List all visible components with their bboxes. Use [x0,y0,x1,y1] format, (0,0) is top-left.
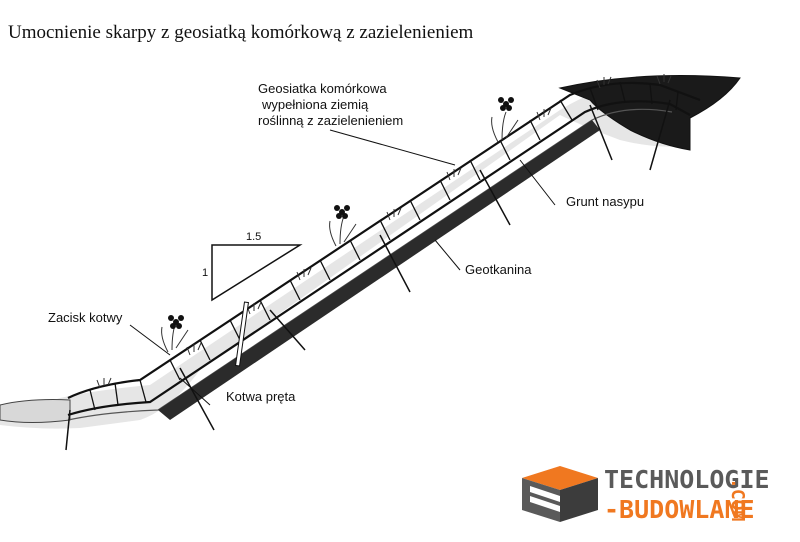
slope-ratio-triangle: 1.5 1 [202,231,303,302]
geocell-bottom-edge [67,100,691,417]
ground-left [0,399,71,423]
slope-shadow [158,120,600,420]
label-geocell-2: wypełniona ziemią [261,97,369,112]
ratio-horizontal: 1.5 [246,231,261,243]
geocell-top-edge [67,81,701,399]
label-geocell-1: Geosiatka komórkowa [258,81,387,96]
logo-text-line2: -BUDOWLANE [604,495,755,524]
ground-right [558,75,741,151]
geocell-cells [89,81,679,411]
logo-suffix: .COM [727,478,748,522]
anchor-clamp-peg [235,301,249,367]
ratio-vertical: 1 [202,267,208,279]
brand-logo [522,466,598,522]
slope-diagram: 1.5 1 Geosiatka komórkowa wypełniona zie… [0,74,741,451]
grass-tufts [96,74,672,389]
plant-icon [161,111,519,353]
label-fill-soil: Grunt nasypu [566,194,644,209]
label-anchor-clamp: Zacisk kotwy [48,310,123,325]
label-geotextile: Geotkanina [465,262,532,277]
embankment-body [0,78,740,429]
anchor-rods [65,99,671,451]
label-rod-anchor: Kotwa pręta [226,389,296,404]
geotextile-line [67,108,673,421]
flower-icon [168,97,514,329]
page-title: Umocnienie skarpy z geosiatką komórkową … [8,22,474,43]
logo-text-line1: TECHNOLOGIE [604,465,770,494]
leader-lines [129,129,556,406]
label-geocell-3: roślinną z zazielenieniem [258,113,403,128]
